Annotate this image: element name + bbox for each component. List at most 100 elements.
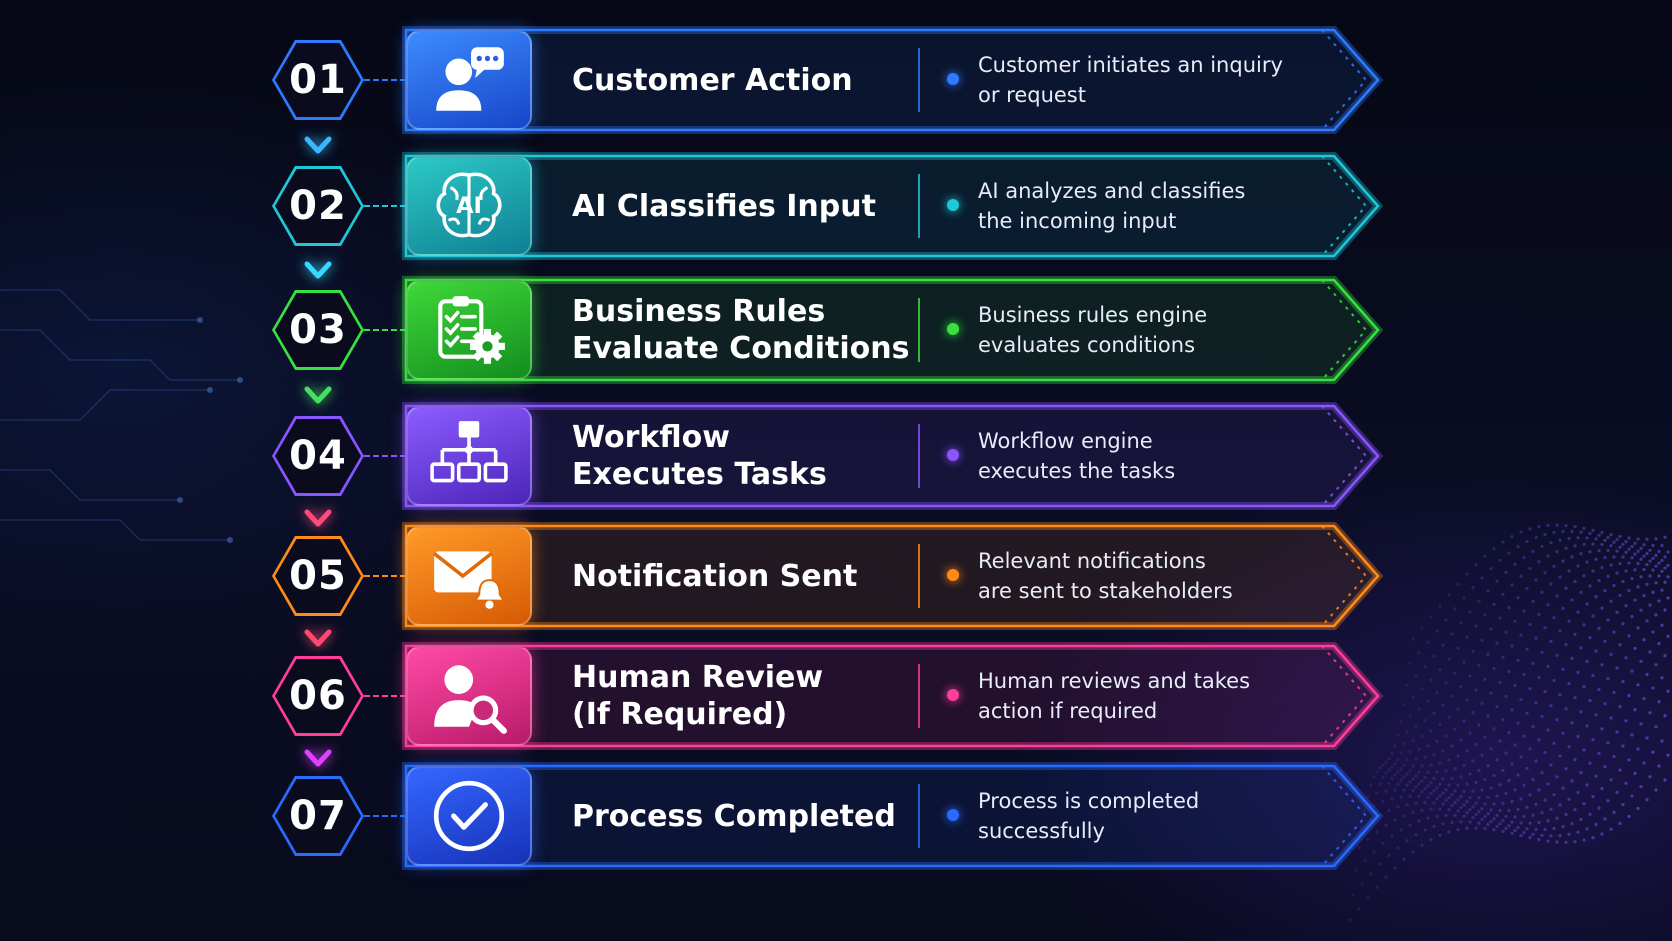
step-number: 06 — [275, 659, 361, 733]
step-title: Process Completed — [572, 764, 912, 868]
workflow-step: 07 Process Completed Process is completed s… — [0, 762, 1672, 870]
step-description-line: executes the tasks — [978, 459, 1176, 483]
step-number-badge: 04 — [272, 416, 364, 496]
checklist-gear-icon — [438, 296, 505, 364]
step-title-line: Human Review — [572, 660, 824, 695]
chevron-down-icon — [304, 509, 332, 527]
step-title: Customer Action — [572, 28, 912, 132]
step-description-line: Customer initiates an inquiry — [978, 53, 1283, 77]
step-icon-box — [406, 30, 532, 130]
chevron-down-icon — [304, 629, 332, 647]
step-number-badge: 05 — [272, 536, 364, 616]
step-description: Customer initiates an inquiry or request — [978, 28, 1308, 132]
step-number: 07 — [275, 779, 361, 853]
step-description: Human reviews and takes action if require… — [978, 644, 1308, 748]
step-number-badge: 03 — [272, 290, 364, 370]
step-title-line: (If Required) — [572, 697, 788, 732]
chevron-down-icon — [304, 261, 332, 279]
envelope-bell-icon — [433, 551, 506, 609]
step-description-line: Workflow engine — [978, 429, 1153, 453]
step-description-line: AI analyzes and classifies — [978, 179, 1246, 203]
step-description: Workflow engine executes the tasks — [978, 404, 1308, 508]
chevron-down-icon — [304, 749, 332, 767]
step-number: 01 — [275, 43, 361, 117]
step-title-line: Executes Tasks — [572, 457, 827, 492]
customer-chat-icon — [436, 47, 504, 111]
step-title: AI Classifies Input — [572, 154, 912, 258]
badge-connector-line — [364, 455, 406, 457]
step-title: Notification Sent — [572, 524, 912, 628]
step-description-line: evaluates conditions — [978, 333, 1196, 357]
step-title-line: Process Completed — [572, 798, 896, 834]
step-number: 05 — [275, 539, 361, 613]
step-description: Relevant notifications are sent to stakeh… — [978, 524, 1308, 628]
ai-brain-icon: AI — [436, 172, 502, 238]
step-description-line: Relevant notifications — [978, 549, 1206, 573]
step-divider — [918, 544, 920, 608]
step-divider — [918, 174, 920, 238]
step-number-badge: 06 — [272, 656, 364, 736]
step-bullet — [947, 199, 959, 211]
step-divider — [918, 664, 920, 728]
step-title-line: Evaluate Conditions — [572, 331, 910, 366]
step-icon-box — [406, 766, 532, 866]
step-divider — [918, 48, 920, 112]
step-description-line: or request — [978, 83, 1086, 107]
step-description-line: Business rules engine — [978, 303, 1208, 327]
workflow-step: 05 Notification Sent Relevant notification… — [0, 522, 1672, 630]
step-bullet — [947, 809, 959, 821]
workflow-step: 06 Human Review(If Required) Human reviews… — [0, 642, 1672, 750]
step-description-line: successfully — [978, 819, 1105, 843]
step-divider — [918, 424, 920, 488]
step-divider — [918, 784, 920, 848]
step-bullet — [947, 689, 959, 701]
step-title-line: AI Classifies Input — [572, 188, 876, 224]
step-title-line: Notification Sent — [572, 558, 858, 594]
badge-connector-line — [364, 79, 406, 81]
step-icon-box — [406, 526, 532, 626]
step-description-line: the incoming input — [978, 209, 1177, 233]
badge-connector-line — [364, 575, 406, 577]
chevron-down-icon — [304, 386, 332, 404]
step-number-badge: 01 — [272, 40, 364, 120]
step-description-line: are sent to stakeholders — [978, 579, 1233, 603]
step-title-line: Customer Action — [572, 62, 853, 98]
badge-connector-line — [364, 205, 406, 207]
step-description: Process is completed successfully — [978, 764, 1308, 868]
step-bullet — [947, 323, 959, 335]
check-circle-icon — [433, 780, 505, 852]
step-icon-box — [406, 406, 532, 506]
step-number-badge: 02 — [272, 166, 364, 246]
ai-icon-text: AI — [456, 193, 482, 219]
badge-connector-line — [364, 815, 406, 817]
hierarchy-icon — [430, 421, 508, 483]
badge-connector-line — [364, 329, 406, 331]
step-number-badge: 07 — [272, 776, 364, 856]
step-icon-box — [406, 646, 532, 746]
step-bullet — [947, 73, 959, 85]
step-title-line: Business Rules — [572, 294, 826, 329]
step-title: Human Review(If Required) — [572, 644, 912, 748]
step-description: AI analyzes and classifies the incoming i… — [978, 154, 1308, 258]
step-number: 04 — [275, 419, 361, 493]
step-description-line: Process is completed — [978, 789, 1200, 813]
step-icon-box — [406, 280, 532, 380]
step-description-line: Human reviews and takes — [978, 669, 1251, 693]
step-number: 02 — [275, 169, 361, 243]
step-description-line: action if required — [978, 699, 1158, 723]
badge-connector-line — [364, 695, 406, 697]
step-number: 03 — [275, 293, 361, 367]
workflow-step: 02 AI AI Classifies Input AI analyzes and c… — [0, 152, 1672, 260]
chevron-down-icon — [304, 136, 332, 154]
step-description: Business rules engine evaluates condition… — [978, 278, 1308, 382]
workflow-step: 01 Customer Action Customer initiates an i… — [0, 26, 1672, 134]
person-search-icon — [434, 665, 507, 734]
step-bullet — [947, 569, 959, 581]
step-icon-box: AI — [406, 156, 532, 256]
step-bullet — [947, 449, 959, 461]
